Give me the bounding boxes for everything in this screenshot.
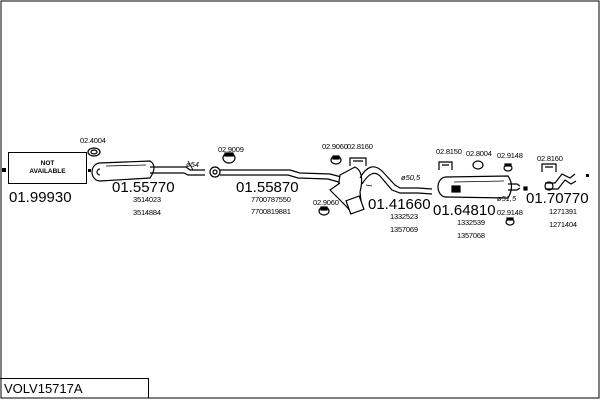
fitting-label: 02.9060 <box>313 198 339 207</box>
fitting-label: 02.9148 <box>497 208 523 217</box>
front-silencer-drawing <box>91 160 205 182</box>
part-number-centre-silencer: 01.41660 <box>368 196 431 213</box>
fitting-label: 02.8160 <box>347 142 373 151</box>
diameter-label: ø51,5 <box>497 194 517 203</box>
oe-number: 7700787550 <box>251 195 291 204</box>
oe-number: 3514884 <box>133 208 161 217</box>
not-available-label: NOT AVAILABLE <box>29 159 66 175</box>
oe-number: 1271391 <box>549 207 577 216</box>
fitting-label: 02.9009 <box>218 145 244 154</box>
rear-silencer-drawing <box>437 175 521 199</box>
hanger-icon <box>349 157 367 166</box>
oe-number: 1357069 <box>390 225 418 234</box>
oe-number: 1332539 <box>457 218 485 227</box>
connector-dot <box>88 169 91 172</box>
fitting-label: 02.9060 <box>322 142 348 151</box>
oe-number: 7700819881 <box>251 207 291 216</box>
tail-pipe-drawing <box>544 173 577 191</box>
fitting-label: 02.8160 <box>537 154 563 163</box>
oe-number: 3514023 <box>133 195 161 204</box>
not-available-box: NOT AVAILABLE <box>8 152 87 184</box>
part-number-middle-pipe: 01.55870 <box>236 179 299 196</box>
hanger-icon <box>541 163 557 172</box>
oe-number: 1271404 <box>549 220 577 229</box>
fitting-label: 02.9148 <box>497 151 523 160</box>
fitting-label: 02.4004 <box>80 136 106 145</box>
model-code-box: VOLV15717A <box>0 378 149 398</box>
part-number-front-silencer: 01.55770 <box>112 179 175 196</box>
part-number-front-pipe: 01.99930 <box>9 189 72 206</box>
gasket-icon <box>87 147 101 157</box>
diameter-label: ø54 <box>186 160 199 169</box>
rear-end-marker <box>586 174 589 177</box>
fitting-label: 02.8004 <box>466 149 492 158</box>
hanger-icon <box>438 161 453 170</box>
part-number-tail-pipe: 01.70770 <box>526 190 589 207</box>
centre-silencer-drawing <box>329 166 433 215</box>
oe-number: 1332523 <box>390 212 418 221</box>
part-number-rear-silencer: 01.64810 <box>433 202 496 219</box>
middle-pipe-drawing <box>209 166 346 184</box>
fittings-drawing <box>87 147 557 226</box>
diameter-label: ø50,5 <box>401 173 421 182</box>
gasket-icon <box>472 160 484 170</box>
model-code: VOLV15717A <box>4 381 83 396</box>
front-end-marker <box>2 168 6 172</box>
oe-number: 1357068 <box>457 231 485 240</box>
fitting-label: 02.8150 <box>436 147 462 156</box>
